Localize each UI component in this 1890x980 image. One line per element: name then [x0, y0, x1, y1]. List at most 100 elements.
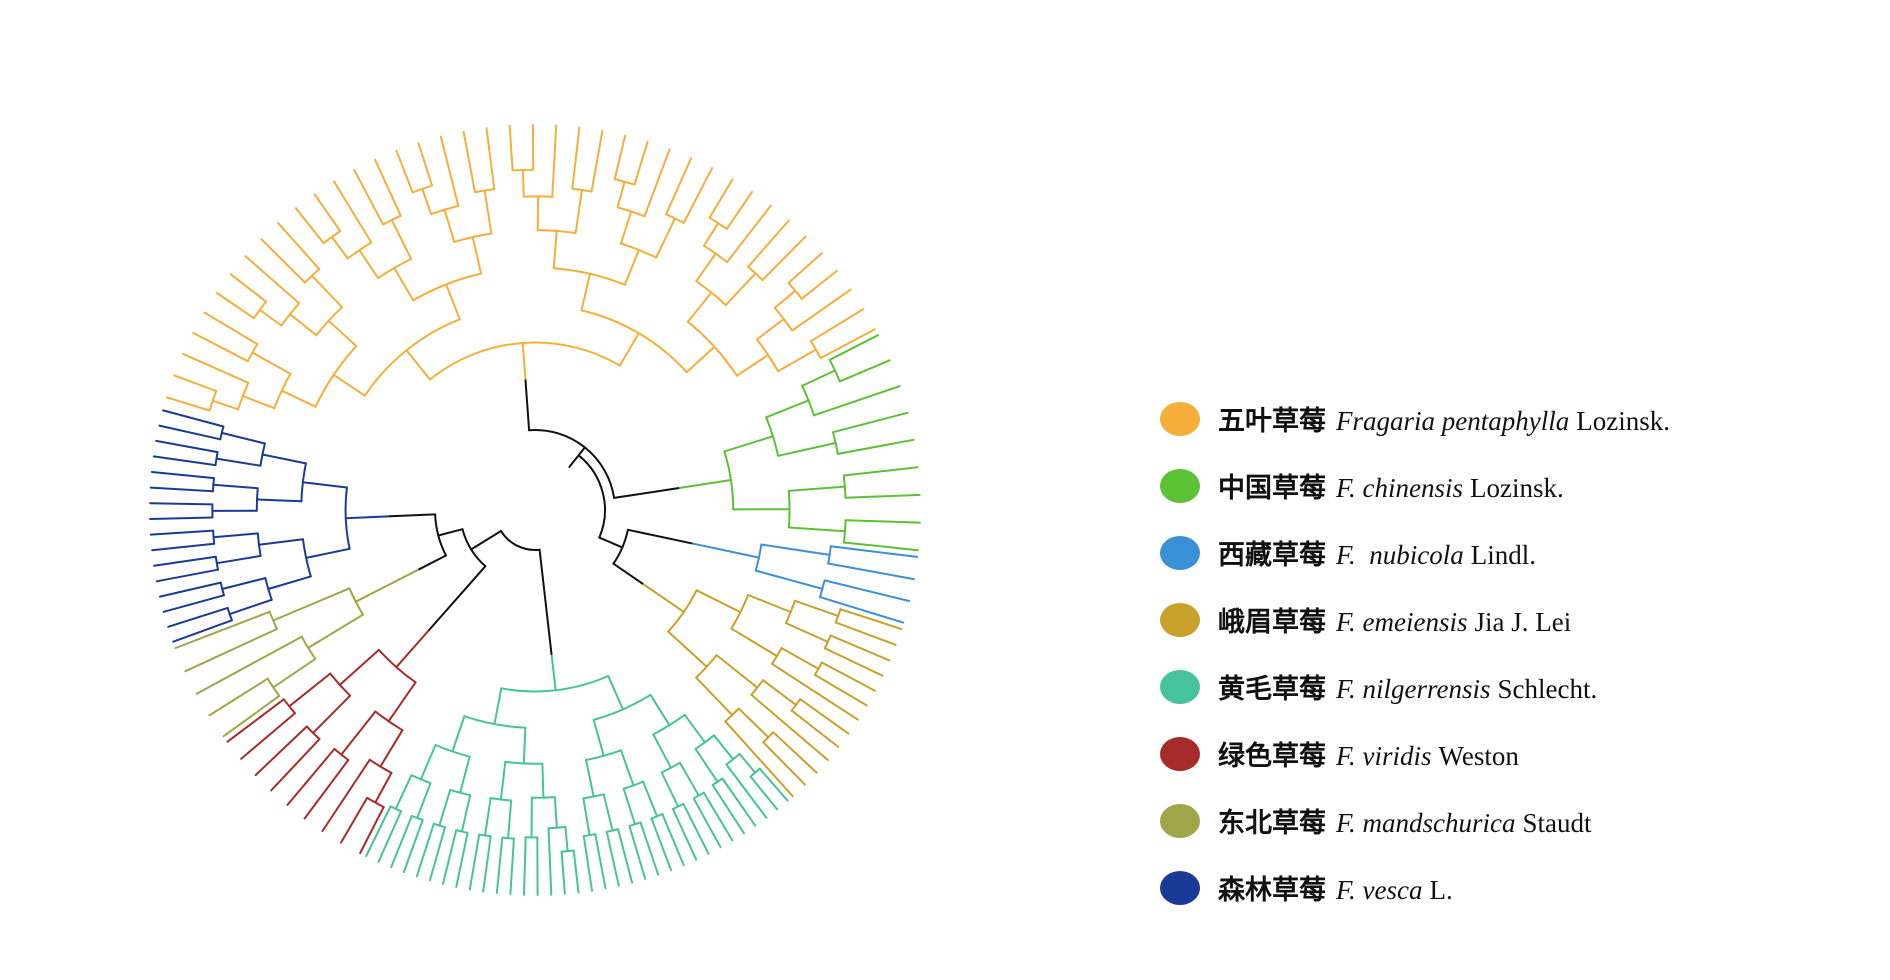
tree-internal-branch — [683, 713, 706, 744]
legend-scientific-name: F. mandschurica — [1336, 808, 1516, 838]
tree-leaf-branch — [839, 608, 903, 630]
legend-scientific-name: F. emeiensis — [1336, 607, 1468, 637]
tree-internal-branch — [507, 799, 513, 840]
tree-internal-branch — [451, 715, 466, 753]
tree-internal-branch — [288, 672, 332, 708]
tree-leaf-branch — [650, 817, 673, 872]
tree-leaf-branch — [155, 439, 219, 454]
tree-internal-branch — [211, 399, 239, 411]
tree-leaf-branch — [725, 763, 768, 819]
legend-chinese-name: 绿色草莓 — [1218, 741, 1326, 772]
tree-internal-branch — [620, 749, 635, 787]
tree-internal-branch — [258, 538, 304, 546]
tree-internal-branch — [228, 598, 273, 616]
tree-leaf-branch — [158, 424, 222, 441]
tree-internal-branch — [390, 218, 413, 260]
tree-leaf-branch — [162, 409, 225, 428]
tree-internal-branch — [340, 710, 377, 756]
tree-internal-branch — [541, 762, 545, 799]
tree-internal-branch — [241, 394, 276, 410]
tree-leaf-branch — [226, 698, 285, 743]
tree-leaf-branch — [468, 833, 481, 891]
tree-leaf-branch — [195, 635, 303, 695]
tree-internal-branch — [580, 272, 591, 312]
tree-leaf-branch — [605, 830, 620, 887]
tree-internal-branch — [354, 568, 421, 603]
tree-leaf-branch — [819, 596, 905, 624]
legend-swatch — [1160, 669, 1200, 704]
phylogenetic-tree — [149, 124, 921, 896]
tree-leaf-branch — [749, 775, 779, 811]
tree-leaf-branch — [750, 693, 829, 761]
tree-internal-branch — [493, 687, 503, 726]
legend-swatch — [1160, 468, 1200, 503]
legend-swatch — [1160, 803, 1200, 838]
tree-internal-branch — [330, 236, 349, 260]
tree-internal-branch — [607, 675, 624, 711]
legend-chinese-name: 中国草莓 — [1218, 473, 1326, 504]
tree-internal-branch — [267, 575, 312, 590]
tree-internal-branch — [773, 289, 797, 309]
tree-leaf-branch — [843, 541, 919, 552]
tree-internal-branch — [421, 187, 433, 216]
tree-backbone-branch — [626, 528, 693, 545]
tree-leaf-branch — [582, 835, 593, 892]
tree-leaf-branch — [665, 157, 693, 216]
tree-leaf-branch — [150, 471, 215, 480]
legend-scientific-name: F. vesca — [1336, 875, 1423, 905]
tree-internal-branch — [215, 554, 262, 565]
tree-leaf-branch — [173, 374, 218, 392]
tree-internal-branch — [552, 229, 558, 270]
tree-leaf-branch — [747, 219, 790, 268]
legend-author: Staudt — [1522, 808, 1592, 838]
tree-leaf-branch — [303, 759, 350, 820]
tree-leaf-branch — [771, 662, 859, 721]
legend-scientific-name: F. chinensis — [1336, 473, 1463, 503]
tree-internal-branch — [280, 389, 317, 408]
tree-leaf-branch — [829, 634, 891, 662]
tree-leaf-branch — [417, 142, 433, 187]
tree-internal-branch — [471, 236, 483, 275]
tree-internal-branch — [311, 274, 343, 309]
tree-leaf-branch — [725, 191, 753, 230]
legend-author: Jia J. Lei — [1474, 607, 1572, 637]
tree-leaf-branch — [149, 502, 214, 506]
tree-internal-branch — [582, 797, 591, 837]
tree-leaf-branch — [758, 767, 789, 802]
tree-internal-branch — [460, 794, 472, 833]
tree-internal-branch — [618, 332, 640, 367]
tree-leaf-branch — [244, 255, 301, 305]
tree-backbone-branch — [470, 530, 502, 551]
tree-internal-branch — [484, 797, 492, 837]
legend-chinese-name: 东北草莓 — [1218, 808, 1326, 839]
tree-internal-branch — [221, 577, 267, 590]
tree-leaf-branch — [594, 833, 607, 890]
legend-author: Lozinsk. — [1470, 473, 1564, 503]
tree-internal-branch — [780, 647, 820, 670]
tree-internal-branch — [393, 267, 415, 302]
tree-internal-branch — [747, 594, 792, 613]
tree-backbone-branch — [389, 513, 437, 518]
tree-internal-branch — [338, 648, 380, 686]
tree-internal-branch — [374, 771, 393, 804]
tree-backbone-branch — [612, 562, 644, 585]
tree-internal-branch — [785, 622, 829, 643]
tree-leaf-branch — [572, 849, 580, 894]
tree-internal-branch — [445, 283, 461, 321]
tree-internal-branch — [327, 319, 358, 348]
legend-scientific-name: F. nubicola — [1336, 540, 1464, 570]
tree-leaf-branch — [726, 204, 772, 264]
tree-internal-branch — [735, 354, 770, 377]
legend-swatch — [1160, 736, 1200, 771]
tree-internal-branch — [212, 483, 259, 490]
tree-leaf-branch — [787, 252, 823, 284]
tree-internal-branch — [251, 351, 292, 375]
tree-leaf-branch — [819, 328, 876, 360]
tree-internal-branch — [777, 442, 837, 457]
legend-swatch — [1160, 535, 1200, 570]
tree-internal-branch — [695, 252, 717, 283]
tree-leaf-branch — [800, 269, 838, 300]
tree-backbone-branch — [598, 536, 624, 549]
tree-internal-branch — [641, 582, 685, 613]
